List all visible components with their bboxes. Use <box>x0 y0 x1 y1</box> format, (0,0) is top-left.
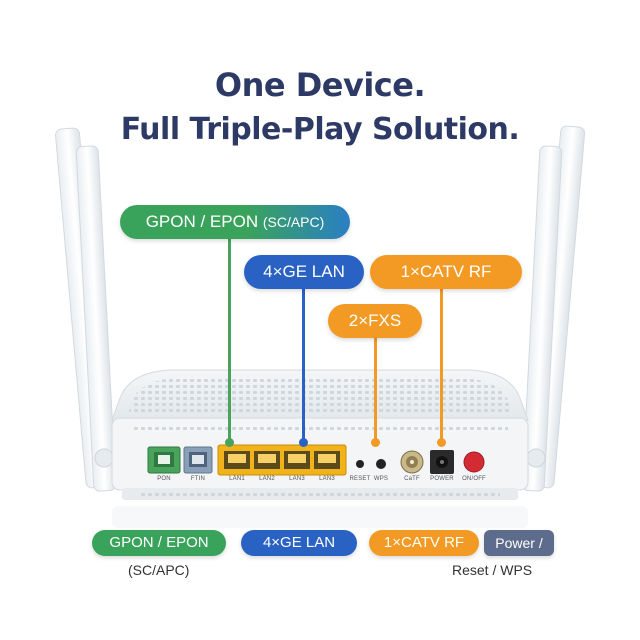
legend-gpon-epon: GPON / EPON <box>92 530 226 556</box>
gpon-leader-line <box>228 236 231 442</box>
callout-gpon-sub: (SC/APC) <box>262 214 325 230</box>
callout-4ge-lan: 4×GE LAN <box>244 255 364 289</box>
port-label-pon: PON <box>157 476 171 482</box>
antenna-left-front <box>75 145 117 492</box>
legend-gpon-label: GPON / EPON <box>109 534 209 551</box>
port-label-lan1: LAN1 <box>229 476 245 482</box>
gpon-leader-dot <box>225 438 234 447</box>
headline-line-2: Full Triple-Play Solution. <box>120 112 520 147</box>
legend-catv-rf: 1×CATV RF <box>369 530 479 556</box>
catv-leader-dot <box>437 438 446 447</box>
lan-leader-line <box>302 286 305 440</box>
legend-catv-label: 1×CATV RF <box>383 534 465 551</box>
port-label-reset: RESET <box>349 476 371 482</box>
legend-gpon-sub: (SC/APC) <box>128 562 190 578</box>
fxs-leader-dot <box>371 438 380 447</box>
catv-leader-line <box>440 286 443 442</box>
legend-power-sub: Reset / WPS <box>452 562 533 578</box>
legend-power-label: Power / <box>495 535 543 551</box>
lan-leader-dot <box>299 438 308 447</box>
legend-lan-label: 4×GE LAN <box>262 534 336 551</box>
port-label-power: POWER <box>430 476 454 482</box>
antenna-right-front <box>521 145 563 492</box>
legend-4ge-lan: 4×GE LAN <box>241 530 357 556</box>
port-label-onoff: ON/OFF <box>462 476 486 482</box>
callout-gpon-main: GPON / EPON <box>145 212 259 231</box>
port-label-lan2: LAN2 <box>259 476 275 482</box>
callout-gpon-epon: GPON / EPON (SC/APC) <box>120 205 350 239</box>
fxs-leader-line <box>374 332 377 442</box>
callout-fxs: 2×FXS <box>328 304 422 338</box>
callout-fxs-label: 2×FXS <box>348 311 402 330</box>
port-label-lan4: LAN3 <box>319 476 335 482</box>
port-label-lan3: LAN3 <box>289 476 305 482</box>
callout-catv-label: 1×CATV RF <box>400 262 492 281</box>
callout-catv-rf: 1×CATV RF <box>370 255 522 289</box>
legend-power: Power / <box>484 530 554 556</box>
port-label-catv: CaTF <box>404 476 420 482</box>
headline-line-1: One Device. <box>214 66 426 104</box>
port-label-wps: WPS <box>373 476 389 482</box>
callout-lan-label: 4×GE LAN <box>263 262 345 281</box>
port-label-ftin: FTIN <box>190 476 206 482</box>
